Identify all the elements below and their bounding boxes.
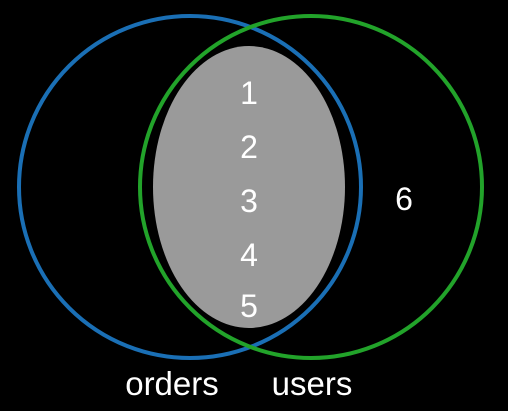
users-set-label: users — [272, 365, 353, 402]
users-circle — [138, 14, 484, 360]
intersection-value: 3 — [240, 183, 258, 219]
intersection-region — [153, 46, 345, 328]
intersection-value: 4 — [240, 237, 258, 273]
intersection-value: 5 — [240, 288, 258, 324]
users-only-value: 6 — [395, 181, 413, 217]
orders-circle — [17, 14, 363, 360]
intersection-value: 1 — [240, 75, 258, 111]
intersection-value: 2 — [240, 129, 258, 165]
orders-set-label: orders — [125, 365, 219, 402]
